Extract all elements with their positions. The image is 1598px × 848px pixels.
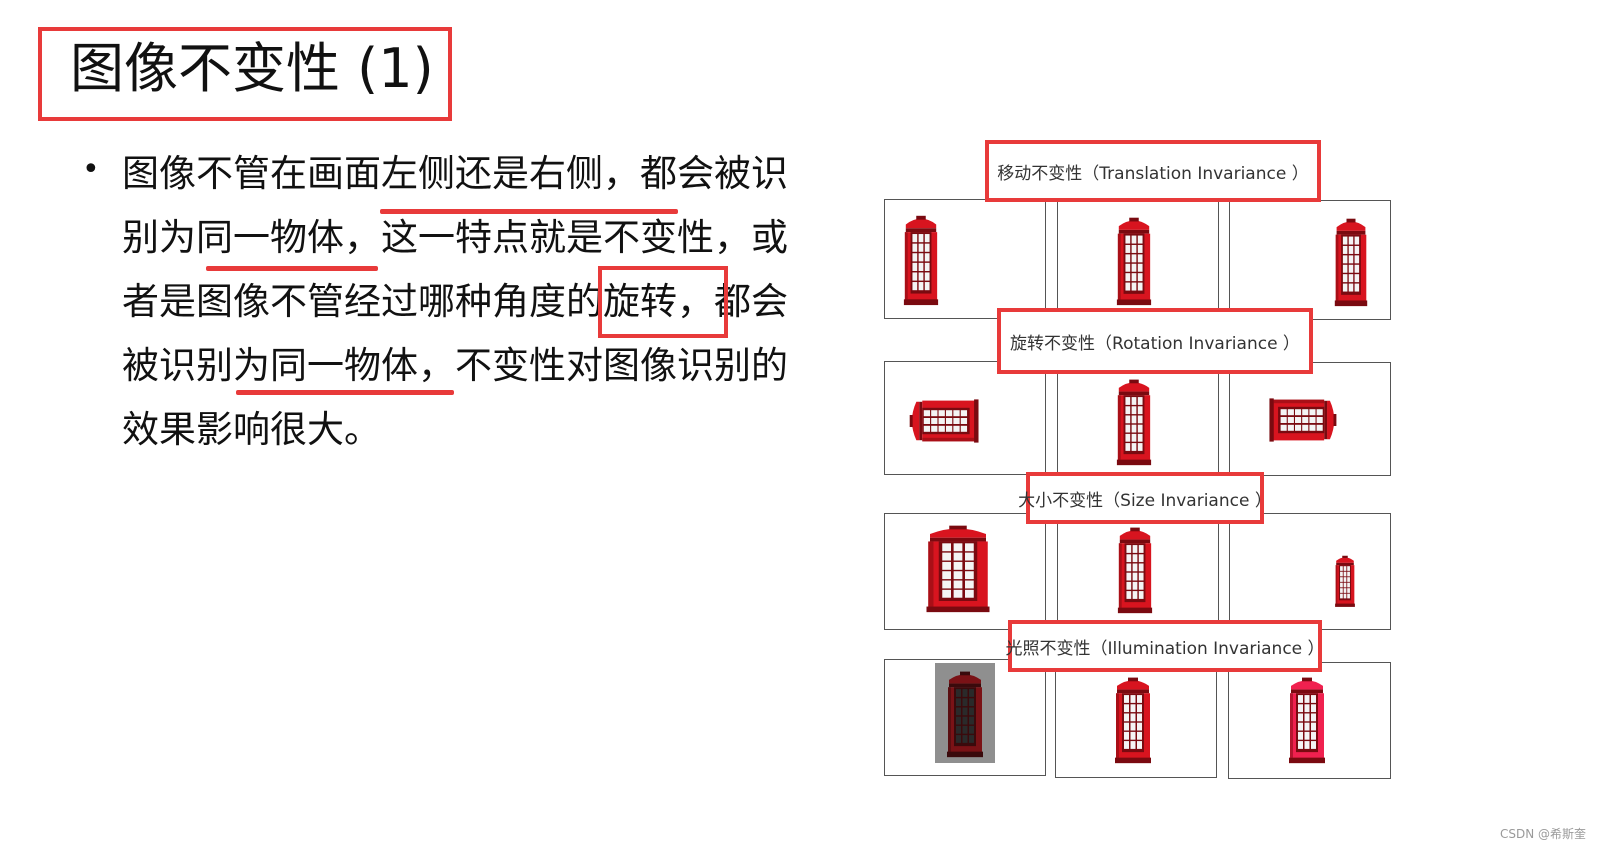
slide-title: 图像不变性 (1) [70,37,434,100]
size-label-box: 大小不变性（Size Invariance ） [1018,472,1272,524]
phone-booth-image [1115,375,1153,467]
phone-booth-image [1116,523,1154,615]
bullet-line-2: 别为同一物体，这一特点就是不变性，或 [122,216,788,259]
translation-label: 移动不变性（Translation Invariance ） [997,163,1309,184]
phone-booth-image [1115,213,1153,307]
rotation-label: 旋转不变性（Rotation Invariance ） [1010,333,1300,354]
bullet-dot-icon: • [82,152,100,187]
bullet-line-1: 图像不管在画面左侧还是右侧，都会被识 [122,152,788,195]
phone-booth-image-small [1334,553,1356,608]
rotation-highlight-box [598,266,728,338]
phone-booth-image-large [923,521,993,614]
phone-booth-image-rotated-left [906,397,980,445]
bullet-text: 图像不管在画面左侧还是右侧，都会被识 别为同一物体，这一特点就是不变性，或 者是… [122,142,834,462]
watermark: CSDN @希斯奎 [1499,827,1586,841]
phone-booth-image-dark [945,667,985,759]
phone-booth-image [1113,673,1153,765]
underline-mark-1 [380,209,678,214]
bullet-line-4: 被识别为同一物体，不变性对图像识别的 [122,344,788,387]
title-highlight-box [38,27,452,121]
bullet-line-5: 效果影响很大。 [122,408,381,451]
translation-label-box: 移动不变性（Translation Invariance ） [985,140,1321,202]
illumination-label-box: 光照不变性（Illumination Invariance ） [1005,620,1325,672]
image-panel [1229,513,1391,630]
phone-booth-image-bright [1287,673,1327,765]
underline-mark-2 [206,266,378,271]
bullet-line-3: 者是图像不管经过哪种角度的旋转，都会 [122,280,788,323]
phone-booth-image [902,211,940,307]
phone-booth-image [1333,214,1369,308]
rotation-label-box: 旋转不变性（Rotation Invariance ） [997,308,1313,374]
underline-mark-3 [236,390,454,395]
phone-booth-image-rotated-right [1268,396,1340,444]
illumination-label: 光照不变性（Illumination Invariance ） [1005,638,1325,659]
size-label: 大小不变性（Size Invariance ） [1018,490,1272,511]
